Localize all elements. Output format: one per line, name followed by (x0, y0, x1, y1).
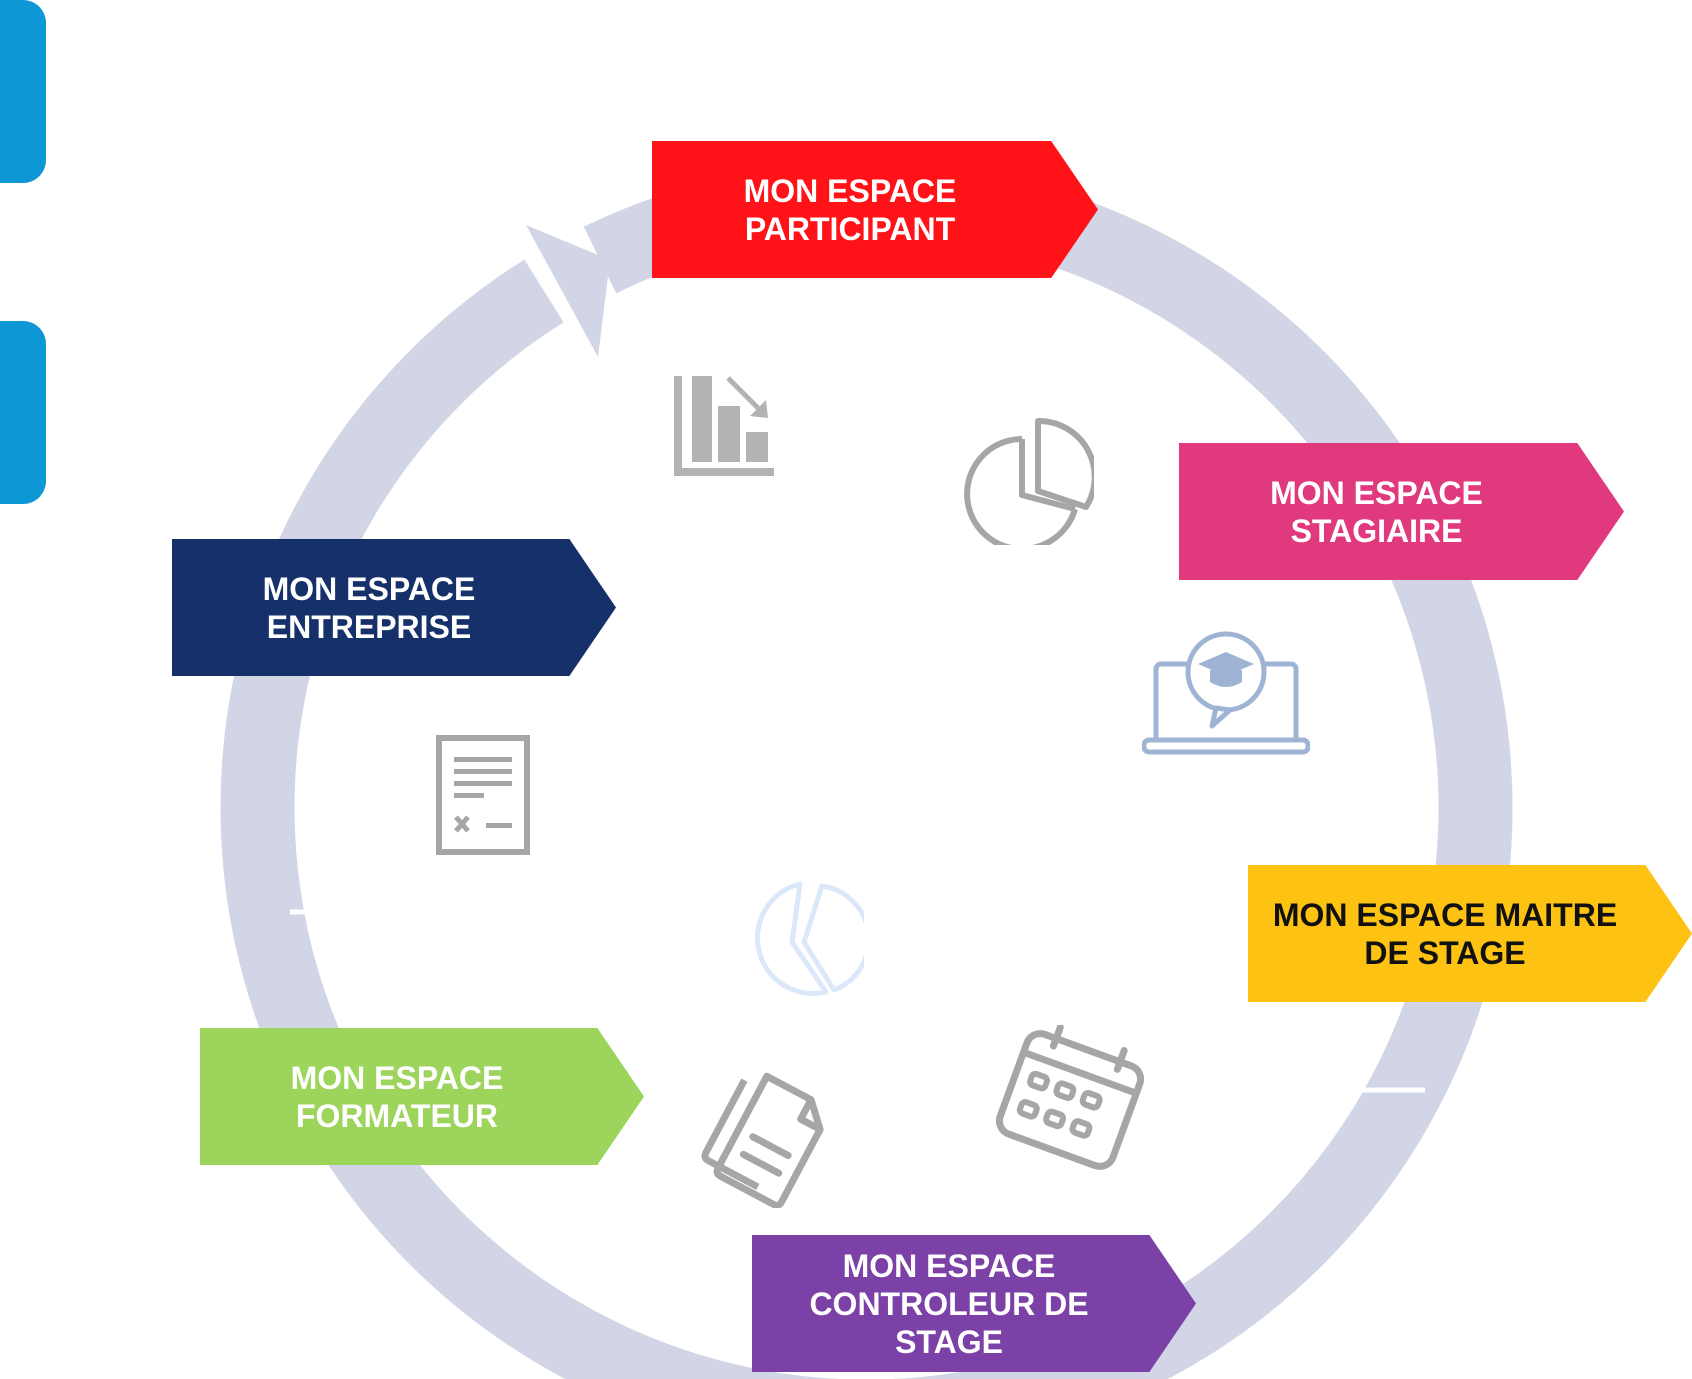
space-controleur-de-stage-arrow[interactable]: MON ESPACE CONTROLEUR DE STAGE (752, 1235, 1196, 1372)
laptop-graduation-icon (1142, 631, 1310, 755)
space-participant-line1: MON ESPACE (743, 172, 957, 209)
space-stagiaire-arrow[interactable]: MON ESPACE STAGIAIRE (1179, 443, 1624, 580)
space-entreprise-line1: MON ESPACE (262, 570, 476, 607)
files-icon (701, 1072, 824, 1208)
space-entreprise-arrow[interactable]: MON ESPACE ENTREPRISE (172, 539, 616, 676)
space-participant-line2: PARTICIPANT (744, 210, 956, 247)
circle-chart-icon (754, 881, 864, 997)
side-pill-bottom (0, 321, 46, 504)
space-formateur-line1: MON ESPACE (290, 1059, 504, 1096)
space-formateur-arrow[interactable]: MON ESPACE FORMATEUR (200, 1028, 644, 1165)
bar-chart-down-icon (674, 376, 774, 476)
space-participant-arrow[interactable]: MON ESPACE PARTICIPANT (652, 141, 1098, 278)
document-icon (436, 735, 530, 855)
side-pill-top (0, 0, 46, 183)
space-maitre-line1: MON ESPACE MAITRE (1272, 896, 1618, 933)
space-stagiaire-line2: STAGIAIRE (1290, 512, 1463, 549)
space-formateur-line2: FORMATEUR (295, 1097, 499, 1134)
space-controleur-line1: MON ESPACE (842, 1247, 1056, 1284)
space-stagiaire-line1: MON ESPACE (1270, 474, 1483, 511)
calendar-icon (995, 1025, 1145, 1170)
space-entreprise-line2: ENTREPRISE (266, 608, 472, 645)
space-controleur-line3: STAGE (895, 1323, 1003, 1360)
space-maitre-de-stage-arrow[interactable]: MON ESPACE MAITRE DE STAGE (1248, 865, 1692, 1002)
space-maitre-line2: DE STAGE (1364, 934, 1526, 971)
space-controleur-line2: CONTROLEUR DE (809, 1285, 1089, 1322)
pie-chart-icon (964, 417, 1094, 545)
ring-arrowhead (526, 225, 610, 357)
